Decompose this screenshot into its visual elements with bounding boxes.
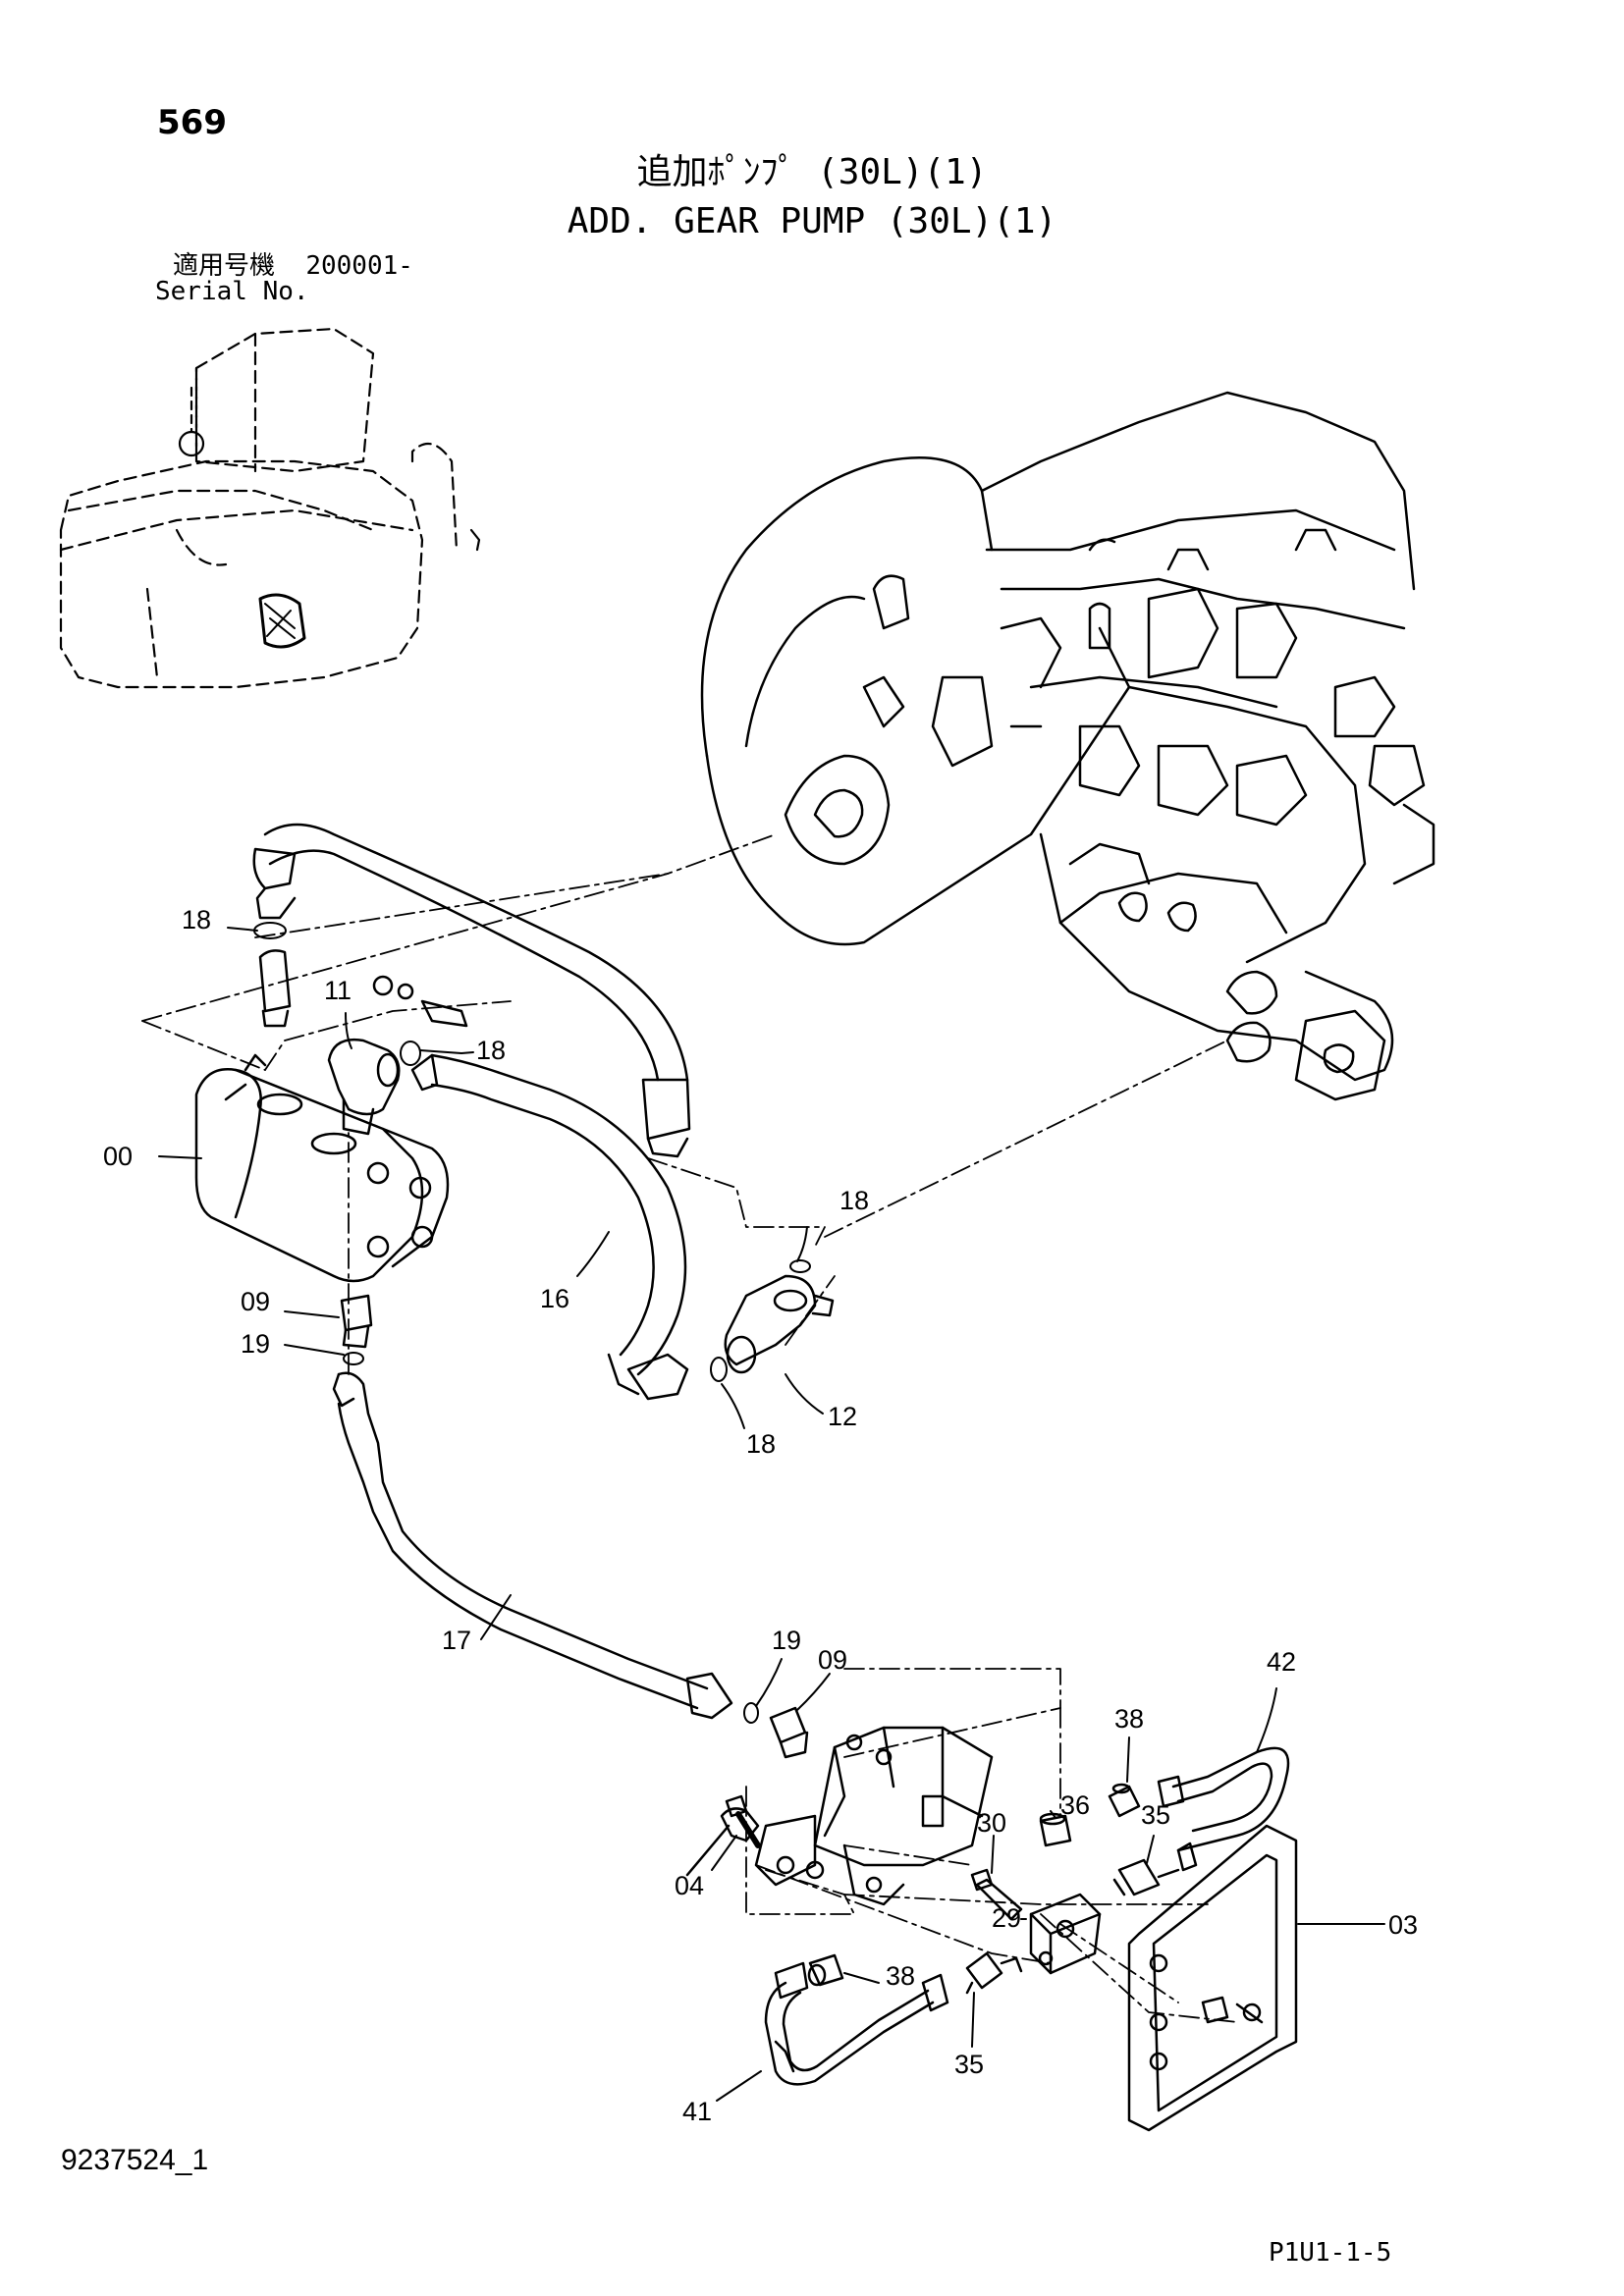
callout-11: 11 (324, 976, 352, 1005)
callout-16: 16 (540, 1284, 569, 1313)
upper-suction-hose (252, 823, 691, 1158)
tee-fitting-12 (710, 1259, 835, 1382)
callout-18-elbow: 18 (476, 1036, 506, 1065)
callout-00: 00 (103, 1142, 133, 1171)
page-number: 569 (157, 103, 227, 142)
serial-label-japanese: 適用号機 200001- (173, 253, 413, 279)
callout-19-pump: 19 (241, 1329, 270, 1359)
bolt-04 (725, 1794, 761, 1848)
callout-36: 36 (1060, 1790, 1090, 1820)
serial-label-english: Serial No. (155, 277, 309, 306)
diagram-title-japanese: 追加ﾎﾟﾝﾌﾟ (30L)(1) (636, 152, 988, 192)
callout-42: 42 (1267, 1647, 1296, 1677)
callout-09-valve: 09 (818, 1645, 847, 1675)
callout-35-lower: 35 (954, 2050, 984, 2079)
callout-18-tee: 18 (839, 1186, 869, 1215)
bolt-30 (970, 1868, 1023, 1921)
adapter-38-lower (807, 1953, 844, 1987)
callout-18-top: 18 (182, 905, 211, 934)
gear-pump-body (194, 1053, 450, 1283)
hose-41 (764, 1961, 949, 2086)
callout-30: 30 (977, 1808, 1006, 1838)
callout-38-upper: 38 (1114, 1704, 1144, 1734)
small-fittings-top (253, 922, 468, 1066)
machine-overview-inset (59, 327, 481, 689)
callout-38-lower: 38 (886, 1961, 915, 1991)
callout-09-pump: 09 (241, 1287, 270, 1316)
valve-block (685, 1726, 994, 1906)
hose-42 (1157, 1746, 1290, 1872)
bracket-03 (1127, 1824, 1298, 2132)
adapter-38-upper (1108, 1783, 1141, 1818)
callout-leader-lines (158, 927, 1385, 2102)
main-pump-assembly (700, 391, 1435, 1101)
hose-16 (410, 1053, 689, 1401)
callout-03: 03 (1388, 1910, 1418, 1940)
diagram-title-english: ADD. GEAR PUMP (30L)(1) (567, 201, 1057, 241)
page-code: P1U1-1-5 (1269, 2238, 1392, 2268)
elbow-fitting-11 (327, 1038, 401, 1136)
hose-17 (332, 1371, 733, 1720)
connector-35-lower (965, 1951, 1023, 1995)
callout-17: 17 (442, 1626, 471, 1655)
callout-04: 04 (675, 1871, 704, 1900)
callout-numbers: 18 11 18 00 18 09 16 19 12 18 17 19 09 4… (103, 905, 1418, 2126)
assembly-leader-lines (141, 833, 1238, 2023)
callout-12: 12 (828, 1402, 857, 1431)
serial-label-jp-text: 適用号機 (173, 251, 276, 281)
adapter-09-lower (340, 1294, 373, 1365)
serial-value: 200001- (305, 251, 413, 281)
callout-19-valve: 19 (772, 1626, 801, 1655)
callout-41: 41 (682, 2097, 712, 2126)
connector-35-upper (1112, 1858, 1180, 1896)
block-29 (1029, 1893, 1102, 1975)
adapter-09-valve (743, 1702, 809, 1759)
callout-18-lower: 18 (746, 1429, 776, 1459)
callout-29: 29 (992, 1903, 1021, 1933)
callout-35-upper: 35 (1141, 1800, 1170, 1830)
document-id: 9237524_1 (61, 2144, 209, 2176)
